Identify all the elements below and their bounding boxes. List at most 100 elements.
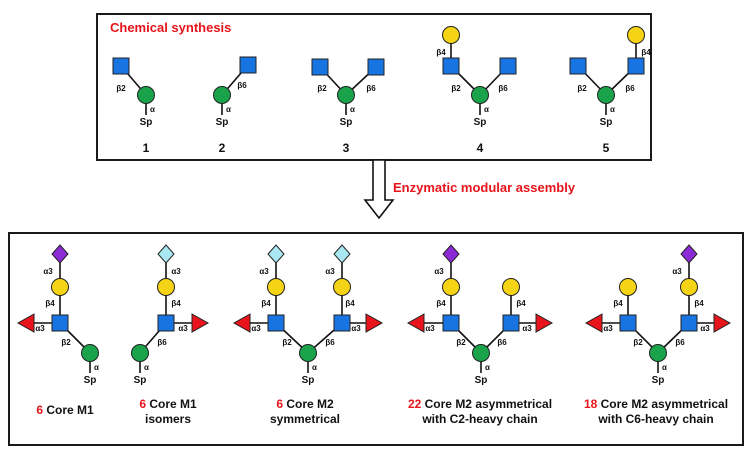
fucose-triangle-icon <box>16 313 35 333</box>
linkage-label: α <box>485 363 490 372</box>
mannose-circle-icon <box>81 344 99 362</box>
spacer-label: Sp <box>134 375 147 386</box>
mannose-circle-icon <box>649 344 667 362</box>
linkage-label: α3 <box>171 267 181 276</box>
linkage-label: β4 <box>436 48 446 57</box>
spacer-label: Sp <box>84 375 97 386</box>
glcnac-square-icon <box>267 314 285 332</box>
linkage-label: β4 <box>436 299 446 308</box>
caption-line1: Core M2 asymmetrical <box>424 397 553 411</box>
linkage-label: α <box>350 105 355 114</box>
linkage-label: β6 <box>675 338 685 347</box>
caption-core-m2-c6-heavy: 18 Core M2 asymmetrical with C6-heavy ch… <box>568 397 744 427</box>
linkage-label: β6 <box>366 84 376 93</box>
linkage-label: β4 <box>613 299 623 308</box>
glcnac-square-icon <box>569 57 587 75</box>
caption-line2: with C6-heavy chain <box>598 412 714 426</box>
glcnac-square-icon <box>367 58 385 76</box>
compound-number: 5 <box>603 141 610 155</box>
mannose-circle-icon <box>131 344 149 362</box>
linkage-label: β2 <box>61 338 71 347</box>
neu5gc-diamond-icon <box>333 244 351 264</box>
caption-count: 6 <box>139 397 146 411</box>
chemical-synthesis-title: Chemical synthesis <box>110 20 232 35</box>
spacer-label: Sp <box>216 117 229 128</box>
linkage-label: α3 <box>434 267 444 276</box>
caption-core-m2-symmetrical: 6 Core M2 symmetrical <box>250 397 360 427</box>
galactose-circle-icon <box>619 278 637 296</box>
linkage-label: β4 <box>641 48 651 57</box>
linkage-label: β2 <box>577 84 587 93</box>
spacer-label: Sp <box>475 375 488 386</box>
glcnac-square-icon <box>680 314 698 332</box>
glcnac-square-icon <box>112 57 130 75</box>
down-arrow-icon <box>363 159 395 220</box>
caption-line2: symmetrical <box>269 412 341 426</box>
linkage-label: α3 <box>325 267 335 276</box>
caption-core-m1-isomers: 6 Core M1 isomers <box>120 397 216 427</box>
glcnac-square-icon <box>333 314 351 332</box>
mannose-circle-icon <box>597 86 615 104</box>
neu5gc-diamond-icon <box>267 244 285 264</box>
fucose-triangle-icon <box>406 313 425 333</box>
linkage-label: β2 <box>456 338 466 347</box>
linkage-label: α3 <box>351 324 361 333</box>
spacer-label: Sp <box>652 375 665 386</box>
caption-line1: Core M2 asymmetrical <box>600 397 729 411</box>
spacer-label: Sp <box>302 375 315 386</box>
linkage-label: α <box>144 363 149 372</box>
fucose-triangle-icon <box>232 313 251 333</box>
galactose-circle-icon <box>442 26 460 44</box>
galactose-circle-icon <box>627 26 645 44</box>
linkage-label: β4 <box>516 299 526 308</box>
linkage-label: α3 <box>672 267 682 276</box>
compound-number: 2 <box>219 141 226 155</box>
glcnac-square-icon <box>502 314 520 332</box>
galactose-circle-icon <box>267 278 285 296</box>
galactose-circle-icon <box>680 278 698 296</box>
linkage-label: α3 <box>522 324 532 333</box>
linkage-label: β2 <box>282 338 292 347</box>
fucose-triangle-icon <box>584 313 603 333</box>
caption-line1: Core M1 <box>149 397 197 411</box>
neu5gc-diamond-icon <box>157 244 175 264</box>
linkage-label: α <box>312 363 317 372</box>
linkage-label: α <box>226 105 231 114</box>
linkage-label: α3 <box>603 324 613 333</box>
spacer-label: Sp <box>140 117 153 128</box>
caption-line1: Core M2 <box>286 397 334 411</box>
linkage-label: α <box>610 105 615 114</box>
linkage-label: α <box>94 363 99 372</box>
linkage-label: β2 <box>633 338 643 347</box>
linkage-label: β6 <box>625 84 635 93</box>
linkage-label: β4 <box>694 299 704 308</box>
fucose-triangle-icon <box>365 313 384 333</box>
enzymatic-assembly-panel <box>8 232 744 446</box>
mannose-circle-icon <box>299 344 317 362</box>
glcnac-square-icon <box>619 314 637 332</box>
caption-core-m2-c2-heavy: 22 Core M2 asymmetrical with C2-heavy ch… <box>392 397 568 427</box>
linkage-label: β6 <box>497 338 507 347</box>
glcnac-square-icon <box>51 314 69 332</box>
linkage-label: α <box>150 105 155 114</box>
galactose-circle-icon <box>442 278 460 296</box>
glcnac-square-icon <box>239 56 257 74</box>
linkage-label: β6 <box>237 81 247 90</box>
linkage-label: β2 <box>317 84 327 93</box>
compound-number: 4 <box>477 141 484 155</box>
sialic-acid-diamond-icon <box>680 244 698 264</box>
galactose-circle-icon <box>502 278 520 296</box>
caption-line2: with C2-heavy chain <box>422 412 538 426</box>
caption-count: 6 <box>276 397 283 411</box>
mannose-circle-icon <box>472 344 490 362</box>
caption-line2: isomers <box>144 412 192 426</box>
caption-count: 6 <box>36 403 43 417</box>
sialic-acid-diamond-icon <box>51 244 69 264</box>
glcnac-square-icon <box>157 314 175 332</box>
linkage-label: β6 <box>157 338 167 347</box>
caption-line1: Core M1 <box>46 403 94 417</box>
linkage-label: α <box>662 363 667 372</box>
enzymatic-assembly-title: Enzymatic modular assembly <box>393 180 576 195</box>
linkage-label: β6 <box>325 338 335 347</box>
